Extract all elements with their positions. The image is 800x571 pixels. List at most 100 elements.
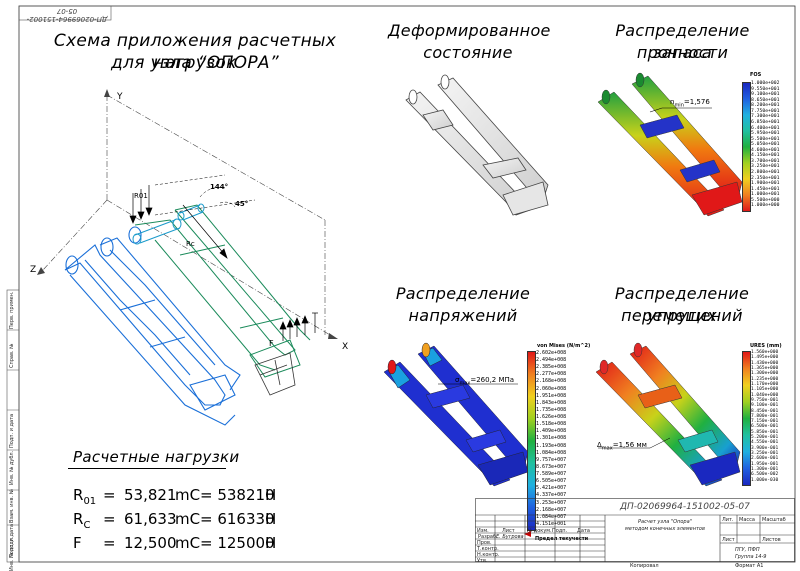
legend-label: 2.602e+008 bbox=[536, 350, 567, 356]
legend-label: 9.100e-001 bbox=[751, 403, 779, 409]
load-unit-n: Н bbox=[265, 510, 277, 528]
title-block-org-2: Группа 14-9 bbox=[735, 554, 767, 560]
f-label: F bbox=[269, 339, 274, 348]
legend-label: 2.800e+001 bbox=[751, 170, 780, 176]
load-eq: = bbox=[103, 486, 116, 504]
legend-label: 4.550e-001 bbox=[751, 440, 779, 446]
side-label-5: Взам. инв. № bbox=[9, 489, 15, 523]
legend-label: 6.500e-001 bbox=[751, 424, 779, 430]
legend-label: 2.494e+008 bbox=[536, 357, 567, 364]
load-value-n: = 616330 bbox=[200, 510, 275, 528]
legend-label: 1.000e+002 bbox=[751, 81, 780, 86]
loads-title-underline bbox=[68, 468, 226, 469]
load-symbol: F bbox=[73, 534, 82, 552]
legend-label: 8.673e+007 bbox=[536, 463, 567, 470]
title-block-role-cell: Т.контр. bbox=[477, 546, 499, 552]
yield-arrow-icon bbox=[524, 531, 531, 537]
load-value-mc: 53,821 bbox=[124, 486, 177, 504]
title-block-dev-name: Е. Бугрова bbox=[496, 534, 524, 540]
fos-title-line1: Распределение запаса bbox=[615, 21, 750, 62]
angle-45-label: 45° bbox=[235, 200, 249, 208]
legend-label: 1.365e+000 bbox=[751, 365, 779, 371]
rc-label: Rc bbox=[186, 240, 195, 248]
legend-label: 9.100e+001 bbox=[751, 92, 780, 98]
legend-label: 1.193e+008 bbox=[536, 442, 567, 449]
load-symbol-sub: 01 bbox=[83, 496, 97, 507]
legend-color-bar bbox=[527, 351, 536, 531]
stress-legend-title: von Mises (N/m^2) bbox=[537, 343, 591, 349]
title-block-desc-line1: Расчет узла "Опора" bbox=[638, 519, 692, 525]
legend-label: 1.735e+008 bbox=[536, 406, 567, 413]
title-block-dev-role: Разраб. bbox=[478, 534, 498, 540]
coordinate-axes bbox=[42, 94, 331, 336]
title-block-frame bbox=[475, 498, 795, 562]
legend-label: 1.300e-001 bbox=[751, 467, 779, 473]
stress-title-line2: напряжений bbox=[408, 306, 518, 325]
legend-label: 1.900e+001 bbox=[751, 181, 780, 187]
side-label-3: Подп. и дата bbox=[9, 413, 15, 448]
legend-label: 1.518e+008 bbox=[536, 421, 567, 428]
legend-label: 5.421e+007 bbox=[536, 485, 567, 492]
dimension-lines bbox=[154, 174, 256, 216]
legend-label: 2.060e+008 bbox=[536, 385, 567, 392]
title-block-scale: Масштаб bbox=[762, 517, 786, 523]
load-value-mc: 12,500 bbox=[124, 534, 177, 552]
deformed-model bbox=[405, 74, 549, 216]
x-axis-label: X bbox=[342, 342, 349, 352]
legend-label: 4.600e+001 bbox=[751, 147, 780, 153]
legend-label: 1.000e+001 bbox=[751, 192, 780, 198]
stress-annotation-value: =260,2 МПа bbox=[470, 376, 515, 384]
legend-label: 3.700e+001 bbox=[751, 158, 780, 164]
title-block-header-cell: № докум. bbox=[527, 528, 552, 534]
legend-label: 7.800e-001 bbox=[751, 413, 779, 419]
z-axis-label: Z bbox=[30, 265, 37, 275]
disp-title-line1: Распределение упругих bbox=[614, 284, 750, 325]
legend-label: 2.385e+008 bbox=[536, 364, 567, 371]
side-label-7: Инв. № подл. bbox=[9, 536, 15, 571]
disp-legend-title: URES (mm) bbox=[750, 343, 782, 349]
legend-label: 1.000e+000 bbox=[751, 203, 780, 209]
title-block-header-cell: Лист bbox=[502, 528, 515, 534]
title-block-org-1: ПГУ, ПФП bbox=[735, 547, 760, 553]
fos-annotation-symbol: n bbox=[670, 98, 675, 106]
fos-title-line2: прочности bbox=[636, 43, 729, 62]
legend-label: 1.950e-001 bbox=[751, 461, 779, 467]
legend-label: 2.600e-001 bbox=[751, 456, 779, 462]
y-axis-label: Y bbox=[117, 92, 123, 102]
disp-annotation-value: =1,56 мм bbox=[612, 441, 647, 449]
legend-label: 1.235e+000 bbox=[751, 376, 779, 382]
disp-annotation-symbol: Δ bbox=[597, 441, 602, 449]
legend-label: 3.253e+007 bbox=[536, 499, 567, 506]
loads-title: Расчетные нагрузки bbox=[73, 448, 240, 466]
load-arrows bbox=[129, 185, 318, 341]
legend-label: 1.560e+000 bbox=[751, 350, 779, 355]
legend-label: 1.843e+008 bbox=[536, 399, 567, 406]
legend-label: 6.850e+001 bbox=[751, 119, 780, 125]
fos-model bbox=[597, 72, 743, 217]
load-symbol: RC bbox=[73, 510, 91, 531]
legend-label: 4.150e+001 bbox=[751, 153, 780, 159]
scheme-title-line2: для узла “ОПОРА” bbox=[111, 53, 279, 73]
side-stamp: Перв. примен. Справ. № Подп. и дата Инв.… bbox=[7, 290, 19, 571]
frame-green bbox=[134, 204, 311, 378]
legend-label: 3.250e+001 bbox=[751, 164, 780, 170]
legend-label: 1.951e+008 bbox=[536, 392, 567, 399]
legend-label: 5.500e+001 bbox=[751, 136, 780, 142]
stress-annotation-sub: max bbox=[459, 380, 471, 387]
side-label-4: Инв. № дубл. bbox=[9, 450, 15, 485]
legend-color-bar bbox=[742, 82, 751, 212]
z-axis-arrow bbox=[37, 267, 45, 275]
legend-label: 1.430e+000 bbox=[751, 360, 779, 366]
load-eq: = bbox=[103, 534, 116, 552]
load-unit-mc: mC bbox=[175, 534, 201, 552]
legend-label: 1.495e+000 bbox=[751, 355, 779, 361]
angle-144-label: 144° bbox=[210, 183, 229, 191]
fos-annotation: nmin=1,576 bbox=[670, 98, 710, 108]
legend-label: 1.170e+000 bbox=[751, 381, 779, 387]
legend-label: 7.750e+001 bbox=[751, 108, 780, 114]
fos-annotation-value: =1,576 bbox=[683, 98, 710, 106]
x-axis-arrow bbox=[328, 333, 338, 339]
legend-label: 2.277e+008 bbox=[536, 371, 567, 378]
